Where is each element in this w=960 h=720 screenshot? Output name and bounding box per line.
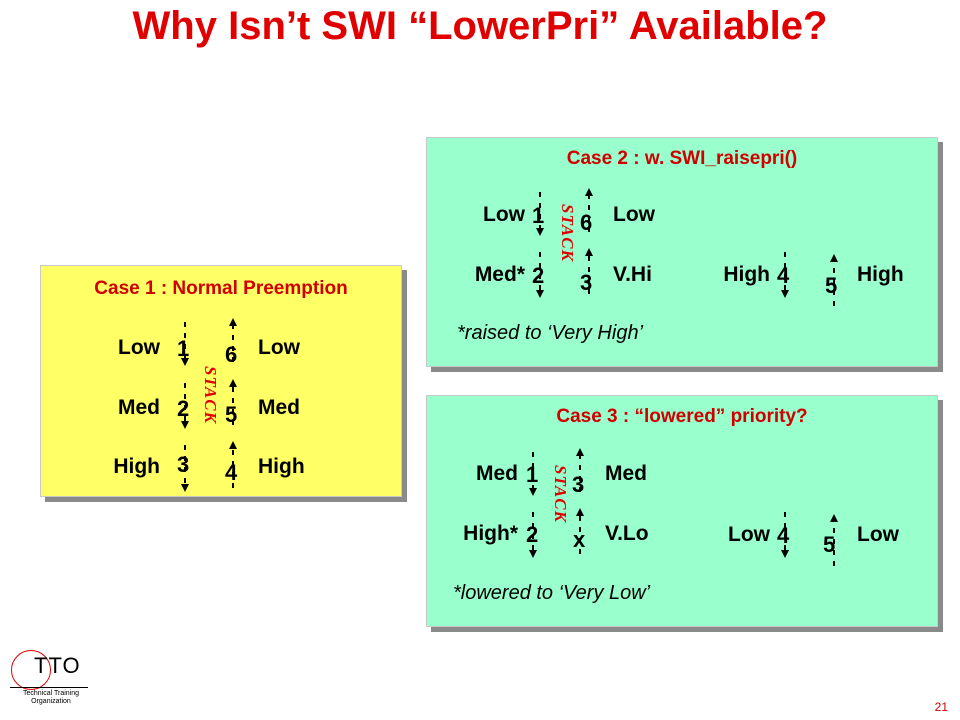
case3-extra-left-label: Low: [728, 523, 770, 546]
case3-extra-right-label: Low: [857, 523, 899, 546]
case1-row1-left-label: Low: [118, 336, 160, 359]
case3-extra-down-number: 4: [777, 523, 790, 548]
case1-row2-up-number: 5: [225, 402, 238, 427]
case1-title: Case 1 : Normal Preemption: [94, 278, 348, 299]
case2-row2-right-label: V.Hi: [613, 263, 652, 286]
case1-row3-up-number: 4: [225, 460, 238, 485]
case1-row1-down-number: 1: [177, 336, 190, 361]
logo-text: TTO: [34, 653, 81, 678]
logo-subtitle-line1: Technical Training: [22, 690, 80, 697]
case1-row2-down-number: 2: [177, 396, 190, 421]
case2-row2-left-label: Med*: [474, 263, 525, 286]
logo-underline: [10, 687, 88, 688]
case3-extra-up-number: 5: [823, 532, 836, 557]
case3-row2-right-label: V.Lo: [605, 522, 649, 545]
logo-circle: [11, 650, 51, 690]
case1-row1-up-number: 6: [225, 342, 238, 367]
case3-box: Case 3 : “lowered” priority?: [426, 395, 938, 627]
slide-title: Why Isn’t SWI “LowerPri” Available?: [132, 4, 828, 48]
case1-row3-left-label: High: [113, 455, 160, 478]
case2-extra-left-label: High: [723, 263, 770, 286]
case1-row2-right-label: Med: [258, 396, 300, 419]
case1-row2-left-label: Med: [118, 396, 160, 419]
case3-row1-left-label: Med: [476, 462, 518, 485]
logo-subtitle: Technical Training Organization: [10, 690, 92, 706]
case2-title: Case 2 : w. SWI_raisepri(): [566, 148, 798, 169]
case2-row2-up-number: 3: [580, 270, 593, 295]
case3-row1-up-number: 3: [572, 472, 585, 497]
case1-row1-right-label: Low: [258, 336, 300, 359]
case2-box: Case 2 : w. SWI_raisepri(): [426, 137, 938, 367]
case3-row1-right-label: Med: [605, 462, 647, 485]
case2-extra-down-number: 4: [777, 263, 790, 288]
case1-row3-down-number: 3: [177, 452, 190, 477]
case2-row2-down-number: 2: [532, 263, 545, 288]
case2-row1-left-label: Low: [483, 203, 525, 226]
case1-box: Case 1 : Normal Preemption: [40, 265, 402, 497]
case2-row1-down-number: 1: [532, 203, 545, 228]
case3-title: Case 3 : “lowered” priority?: [556, 406, 808, 427]
logo-subtitle-line2: Organization: [31, 698, 71, 705]
case2-extra-right-label: High: [857, 263, 904, 286]
case2-note: *raised to ‘Very High’: [457, 322, 644, 344]
case1-row3-right-label: High: [258, 455, 305, 478]
case3-row2-left-label: High*: [463, 522, 518, 545]
page-number: 21: [934, 700, 948, 714]
case2-row1-right-label: Low: [613, 203, 655, 226]
case3-note: *lowered to ‘Very Low’: [453, 582, 651, 604]
